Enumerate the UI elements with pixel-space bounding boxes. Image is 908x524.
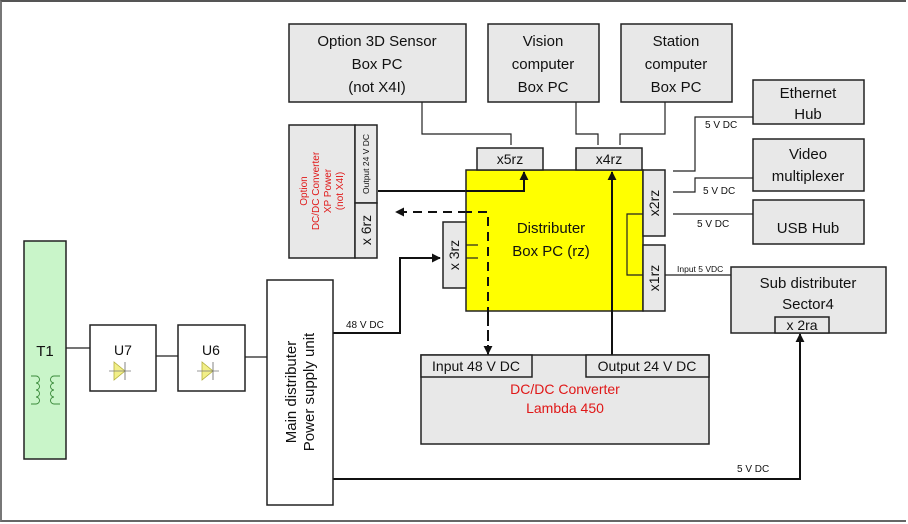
wire-internal-loop [626, 213, 643, 276]
lambda-input-port[interactable] [420, 354, 533, 378]
wire-x2rz-video [673, 177, 753, 193]
port-x2rz[interactable]: x2rz [646, 190, 662, 216]
vision-line-2: computer [512, 56, 575, 73]
port-x5rz[interactable]: x5rz [497, 151, 523, 167]
wire-sensor3d-x5rz [421, 102, 512, 145]
bus-xp-inside [466, 171, 529, 192]
bus-main-x2ra [333, 333, 805, 480]
video-line-2: multiplexer [772, 168, 845, 185]
node-t1-transformer[interactable]: T1 [23, 240, 67, 460]
port-x2ra[interactable]: x 2ra [786, 317, 817, 333]
sub-line-2: Sector4 [782, 296, 834, 313]
label-sub-input-5vdc: Input 5 VDC [677, 264, 723, 274]
node-xp-power-converter[interactable]: Option DC/DC Converter XP Power (not X4I… [288, 124, 378, 259]
xp-line-1: Option [299, 176, 310, 205]
lambda-line-2: Lambda 450 [526, 400, 604, 416]
xp-line-3: XP Power [323, 168, 334, 213]
xp-line-2: DC/DC Converter [311, 151, 322, 230]
port-x1rz[interactable]: x1rz [646, 265, 662, 291]
port-x2ra-box[interactable] [774, 316, 830, 334]
port-x6rz[interactable]: x 6rz [358, 215, 374, 245]
lambda-input-label: Input 48 V DC [432, 358, 520, 374]
xp-output-label: Output 24 V DC [361, 134, 371, 194]
wire-vision-x4rz [575, 102, 599, 145]
vision-line-3: Box PC [518, 79, 569, 96]
port-x4rz[interactable]: x4rz [596, 151, 622, 167]
vision-line-1: Vision [523, 33, 564, 50]
xp-line-4: (not X4I) [335, 172, 346, 210]
dash-inside [466, 211, 489, 316]
sensor3d-line-1: Option 3D Sensor [317, 33, 436, 50]
node-video-multiplexer[interactable]: Video multiplexer [752, 138, 865, 192]
usb-line-1: USB Hub [777, 220, 840, 237]
port-x4rz-box[interactable] [575, 147, 643, 171]
lambda-output-port[interactable] [585, 354, 710, 378]
node-main-distributer[interactable]: Main distributer Power supply unit [266, 279, 334, 506]
label-main-5v: 5 V DC [737, 464, 769, 475]
u7-label: U7 [114, 342, 132, 358]
port-x3rz-box[interactable] [442, 221, 467, 289]
station-line-3: Box PC [651, 79, 702, 96]
wire-station-x4rz [619, 102, 666, 145]
label-ethernet-5v: 5 V DC [705, 120, 737, 131]
node-sub-distributer[interactable]: Sub distributer Sector4 x 2ra [730, 266, 887, 334]
label-video-5v: 5 V DC [703, 186, 735, 197]
node-distributer-box-pc[interactable]: x5rz x4rz x 3rz x2rz x1rz Distributer Bo… [442, 147, 666, 312]
node-usb-hub[interactable]: USB Hub [752, 199, 865, 245]
sensor3d-line-3: (not X4I) [348, 79, 406, 96]
node-ethernet-hub[interactable]: Ethernet Hub [752, 79, 865, 125]
transformer-icon [31, 375, 60, 405]
label-usb-5v: 5 V DC [697, 219, 729, 230]
sub-line-1: Sub distributer [760, 275, 857, 292]
node-station-computer[interactable]: Station computer Box PC [620, 23, 733, 103]
main-line-1: Main distributer [283, 341, 300, 444]
sensor3d-line-2: Box PC [352, 56, 403, 73]
node-sensor3d[interactable]: Option 3D Sensor Box PC (not X4I) [288, 23, 467, 103]
wire-x2rz-ethernet [673, 116, 753, 172]
station-line-2: computer [645, 56, 708, 73]
label-main-48v: 48 V DC [346, 320, 384, 331]
bus-main-x3rz [333, 253, 441, 334]
t1-label: T1 [36, 343, 54, 360]
main-line-2: Power supply unit [301, 332, 318, 451]
diode-icon [109, 361, 131, 381]
diode-icon [197, 361, 219, 381]
node-u7[interactable]: U7 [89, 324, 157, 392]
distributer-line-1: Distributer [517, 220, 585, 237]
ethernet-line-2: Hub [794, 106, 822, 123]
port-x3rz[interactable]: x 3rz [446, 240, 462, 270]
port-x5rz-box[interactable] [476, 147, 544, 171]
station-line-1: Station [653, 33, 700, 50]
port-x2rz-box[interactable] [642, 169, 666, 237]
node-vision-computer[interactable]: Vision computer Box PC [487, 23, 600, 103]
port-x1rz-box[interactable] [642, 244, 666, 312]
video-line-1: Video [789, 146, 827, 163]
lambda-line-1: DC/DC Converter [510, 381, 620, 397]
node-lambda-converter[interactable]: Input 48 V DC Output 24 V DC DC/DC Conve… [420, 354, 710, 445]
node-u6[interactable]: U6 [177, 324, 246, 392]
distributer-line-2: Box PC (rz) [512, 243, 590, 260]
u6-label: U6 [202, 342, 220, 358]
lambda-output-label: Output 24 V DC [598, 358, 697, 374]
ethernet-line-1: Ethernet [780, 85, 838, 102]
